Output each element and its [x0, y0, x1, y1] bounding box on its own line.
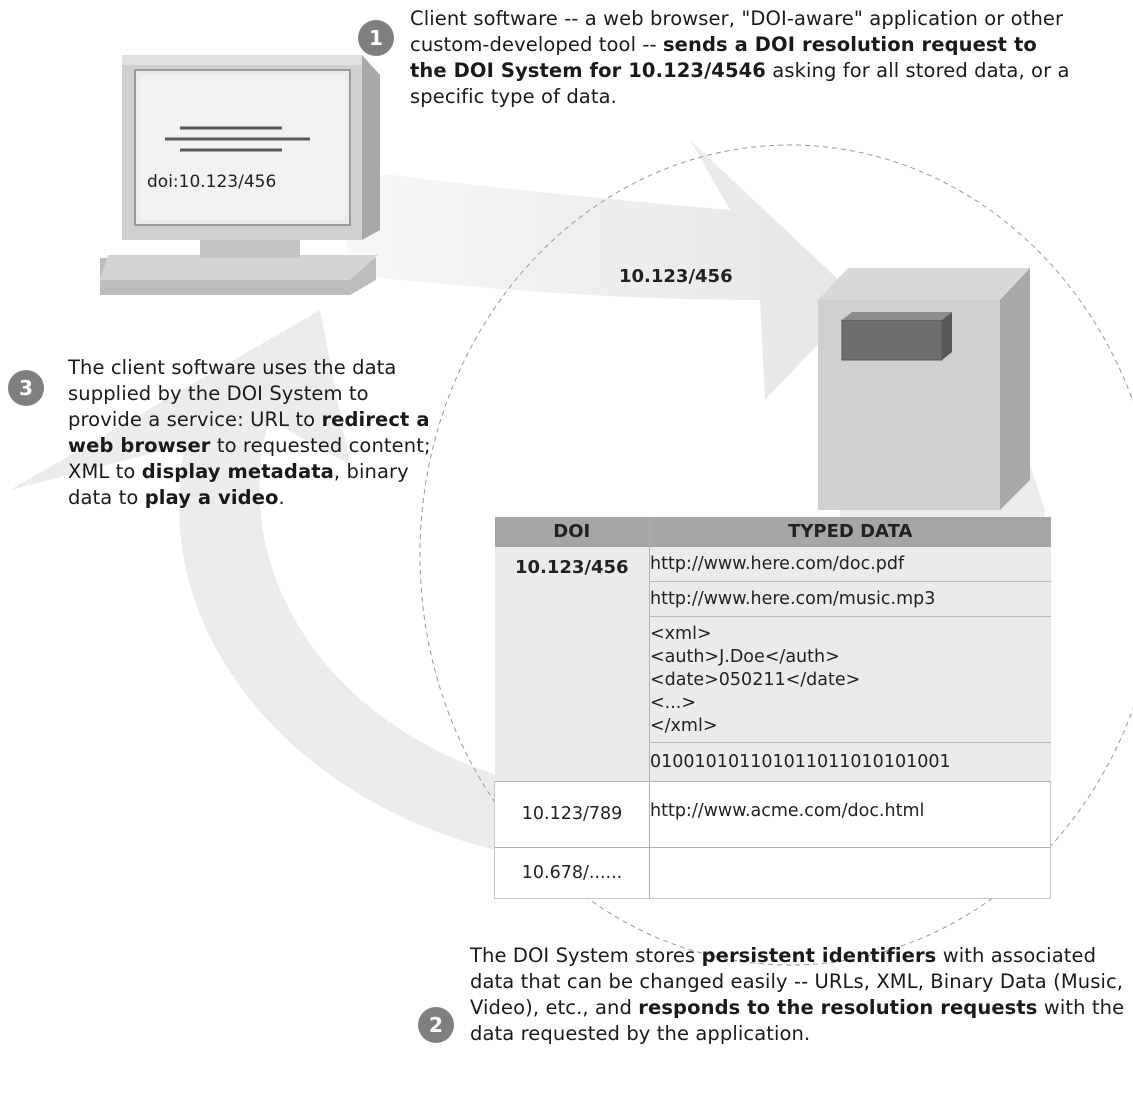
body-text: with associated data that can be changed… [470, 944, 1124, 1019]
emphasis-text: persistent identifiers [701, 944, 937, 967]
server-icon [818, 268, 1030, 510]
emphasis-text: sends a DOI resolution request to the DO… [410, 33, 1037, 82]
table-doi-cell: 10.678/...... [494, 847, 650, 899]
body-text: . [278, 486, 285, 509]
body-text: to requested content; XML to [68, 434, 431, 483]
computer-icon [100, 55, 380, 295]
emphasis-text: responds to the resolution requests [638, 996, 1038, 1019]
step-2-badge: 2 [418, 1007, 454, 1043]
body-text: with the data requested by the applicati… [470, 996, 1125, 1045]
step-3-badge: 3 [8, 370, 44, 406]
table-value-cell: http://www.acme.com/doc.html [649, 781, 1051, 848]
step-2-description: The DOI System stores persistent identif… [470, 943, 1130, 1047]
xml-line: <...> [650, 693, 697, 713]
doi-handle-table: DOI TYPED DATA 10.123/456 http://www.her… [494, 517, 1051, 899]
step-1-badge: 1 [358, 20, 394, 56]
table-doi-cell: 10.123/789 [494, 781, 650, 848]
table-doi-cell: 10.123/456 [494, 547, 650, 782]
table-value-cell [649, 847, 1051, 899]
body-text: Client software -- a web browser, "DOI-a… [410, 7, 1064, 56]
request-identifier: 10.123/456 [619, 266, 733, 287]
table-header-doi: DOI [494, 517, 650, 547]
table-xml-cell: <xml> <auth>J.Doe</auth> <date>050211</d… [649, 616, 1051, 743]
client-screen-label: doi:10.123/456 [147, 172, 277, 192]
step-1-description: Client software -- a web browser, "DOI-a… [410, 6, 1070, 110]
table-value-cell: http://www.here.com/music.mp3 [649, 581, 1051, 617]
body-text: The client software uses the data suppli… [68, 356, 397, 431]
xml-line: <auth>J.Doe</auth> [650, 647, 840, 667]
table-value-cell: http://www.here.com/doc.pdf [649, 547, 1051, 582]
emphasis-text: play a video [144, 486, 279, 509]
table-binary-cell: 010010101101011011010101001 [650, 752, 951, 772]
response-arc [10, 310, 1045, 866]
step-3-description: The client software uses the data suppli… [68, 355, 433, 511]
table-header-typed-data: TYPED DATA [649, 517, 1051, 547]
xml-line: </xml> [650, 716, 718, 736]
xml-line: <date>050211</date> [650, 670, 861, 690]
body-text: , binary data to [68, 460, 409, 509]
xml-line: <xml> [650, 624, 712, 644]
request-arrow [340, 140, 860, 400]
body-text: The DOI System stores [470, 944, 702, 967]
emphasis-text: redirect a web browser [68, 408, 430, 457]
doi-system-boundary [419, 144, 1133, 966]
body-text: asking for all stored data, or a specifi… [410, 59, 1070, 108]
emphasis-text: display metadata [141, 460, 334, 483]
